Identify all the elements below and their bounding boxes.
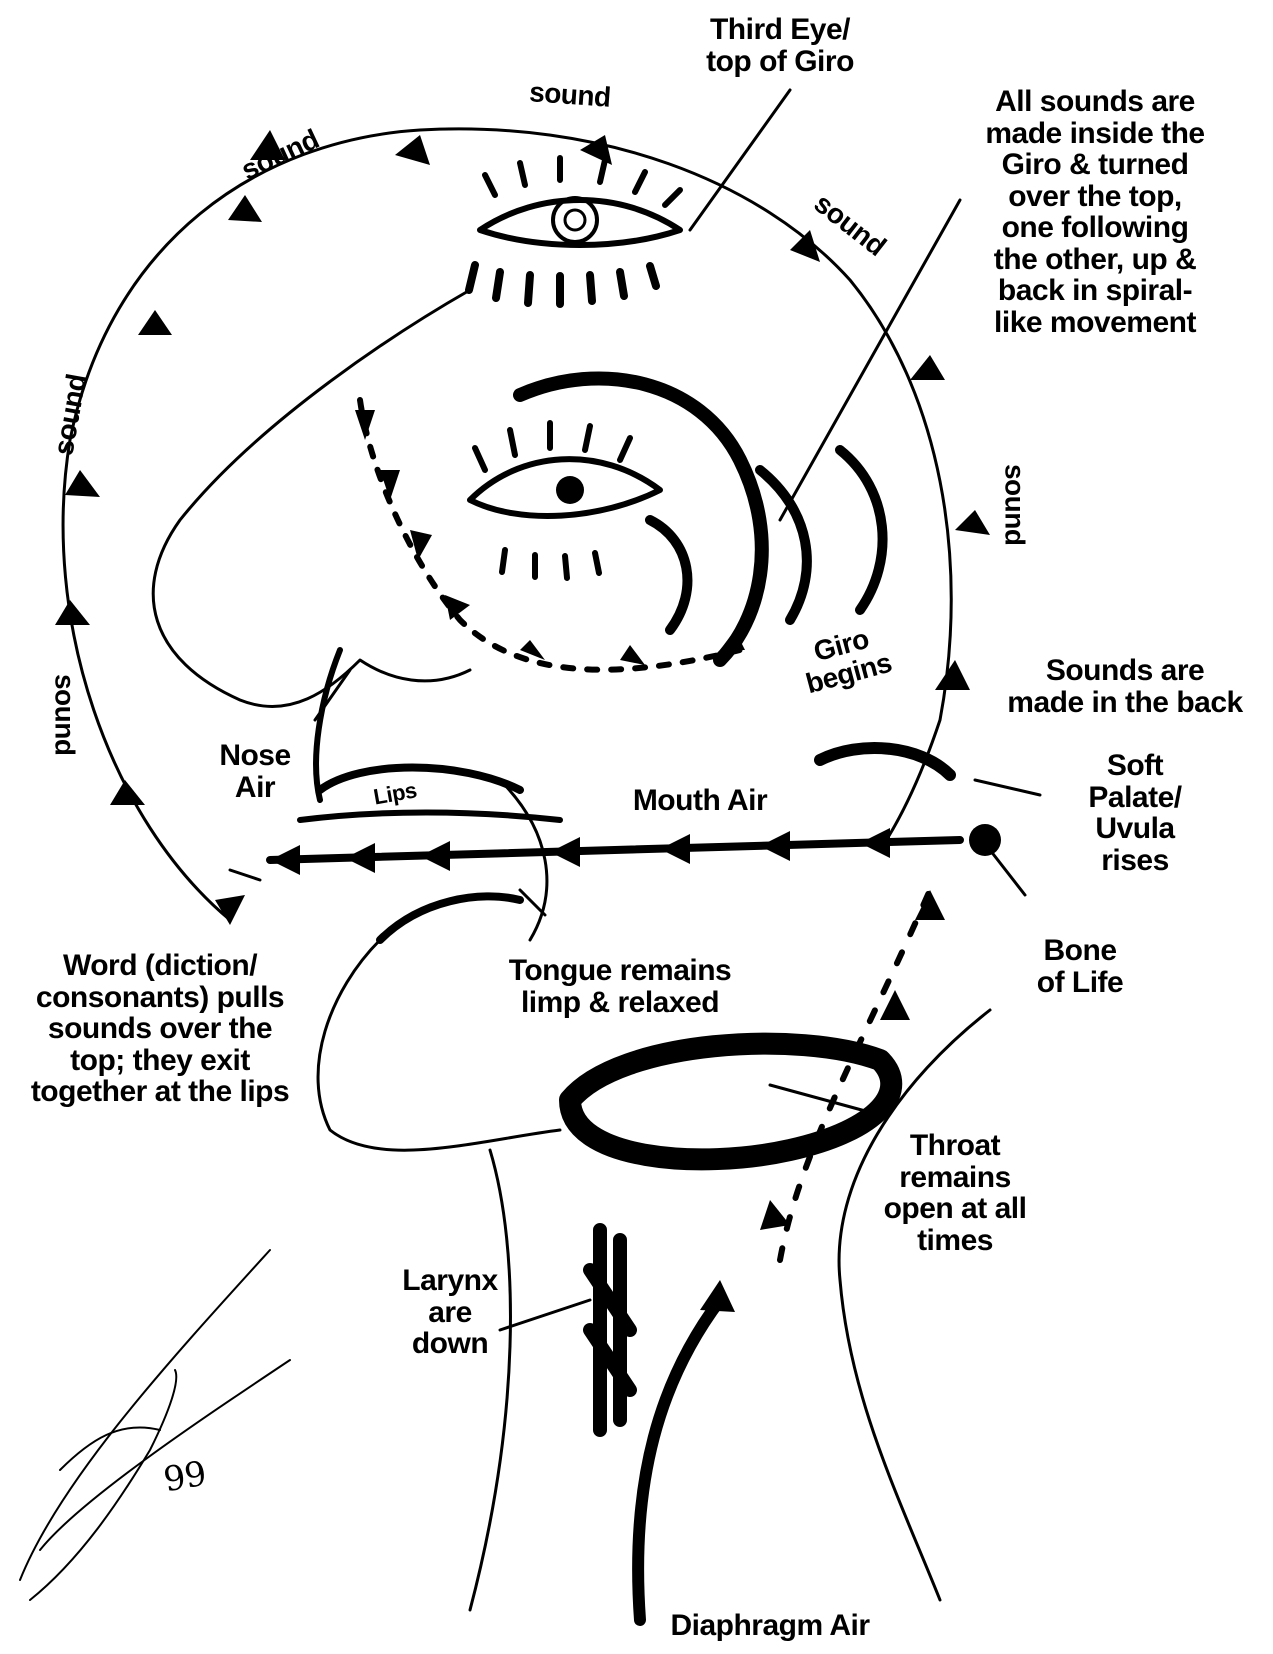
face-outline	[153, 290, 470, 706]
diaphragm-air-label: Diaphragm Air	[650, 1610, 890, 1642]
third-eye-label: Third Eye/ top of Giro	[680, 14, 880, 77]
larynx-label: Larynx are down	[395, 1265, 505, 1360]
nose-air-label: Nose Air	[200, 740, 310, 803]
soft-palate-label: Soft Palate/ Uvula rises	[1060, 750, 1210, 876]
sound-label-right: sound	[1000, 445, 1029, 565]
third-eye-icon	[469, 158, 680, 304]
signature	[20, 1250, 290, 1600]
diaphragm-air-arrow	[638, 1280, 735, 1620]
larynx	[590, 1230, 630, 1430]
eye-icon	[470, 423, 660, 578]
mouth-air-label: Mouth Air	[600, 785, 800, 817]
word-label: Word (diction/ consonants) pulls sounds …	[10, 950, 310, 1108]
all-sounds-label: All sounds are made inside the Giro & tu…	[930, 86, 1260, 338]
sound-circle	[63, 129, 951, 920]
bone-of-life-label: Bone of Life	[1010, 935, 1150, 998]
throat-label: Throat remains open at all times	[865, 1130, 1045, 1256]
throat-ring	[570, 1044, 891, 1160]
sound-label-left-lower: sound	[50, 655, 79, 775]
neck-left	[470, 1150, 510, 1610]
sounds-back-label: Sounds are made in the back	[985, 655, 1265, 718]
tongue-label: Tongue remains limp & relaxed	[470, 955, 770, 1018]
neck-right	[839, 1010, 990, 1600]
